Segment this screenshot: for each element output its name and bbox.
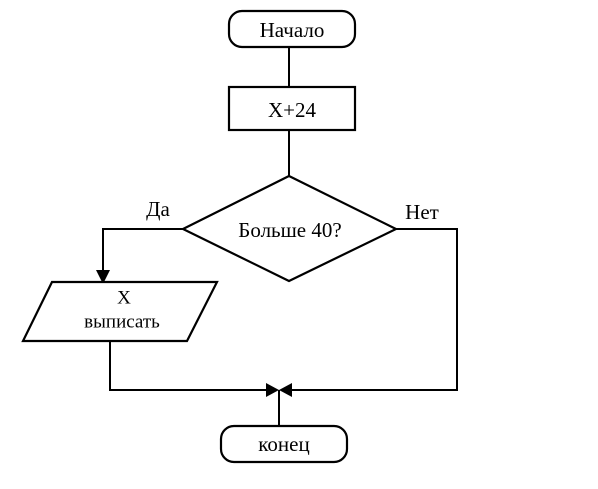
connector-no-branch bbox=[292, 228, 458, 391]
yes-branch-label: Да bbox=[146, 197, 170, 221]
decision-shape bbox=[180, 174, 399, 283]
arrowhead-output-merge bbox=[266, 383, 279, 397]
output-shape bbox=[21, 280, 219, 343]
arrowhead-no-branch bbox=[279, 383, 292, 397]
process-node: X+24 bbox=[227, 85, 357, 132]
connector-yes-branch bbox=[102, 228, 183, 270]
start-label: Начало bbox=[260, 18, 325, 42]
flowchart-connectors bbox=[96, 47, 458, 426]
decision-node: Больше 40? bbox=[180, 174, 399, 283]
start-node: Начало bbox=[227, 9, 357, 49]
no-branch-label: Нет bbox=[405, 200, 439, 224]
connector-output-to-merge bbox=[109, 341, 266, 391]
output-node: X выписать bbox=[21, 280, 219, 343]
start-terminator-shape bbox=[227, 9, 357, 49]
arrowhead-yes-branch bbox=[96, 270, 110, 284]
end-label: конец bbox=[258, 432, 309, 456]
decision-label: Больше 40? bbox=[238, 218, 341, 242]
process-label: X+24 bbox=[268, 98, 317, 122]
process-shape bbox=[227, 85, 357, 132]
output-label-line2: выписать bbox=[84, 312, 160, 333]
end-node: конец bbox=[219, 424, 349, 464]
end-terminator-shape bbox=[219, 424, 349, 464]
output-label-line1: X bbox=[117, 288, 131, 309]
